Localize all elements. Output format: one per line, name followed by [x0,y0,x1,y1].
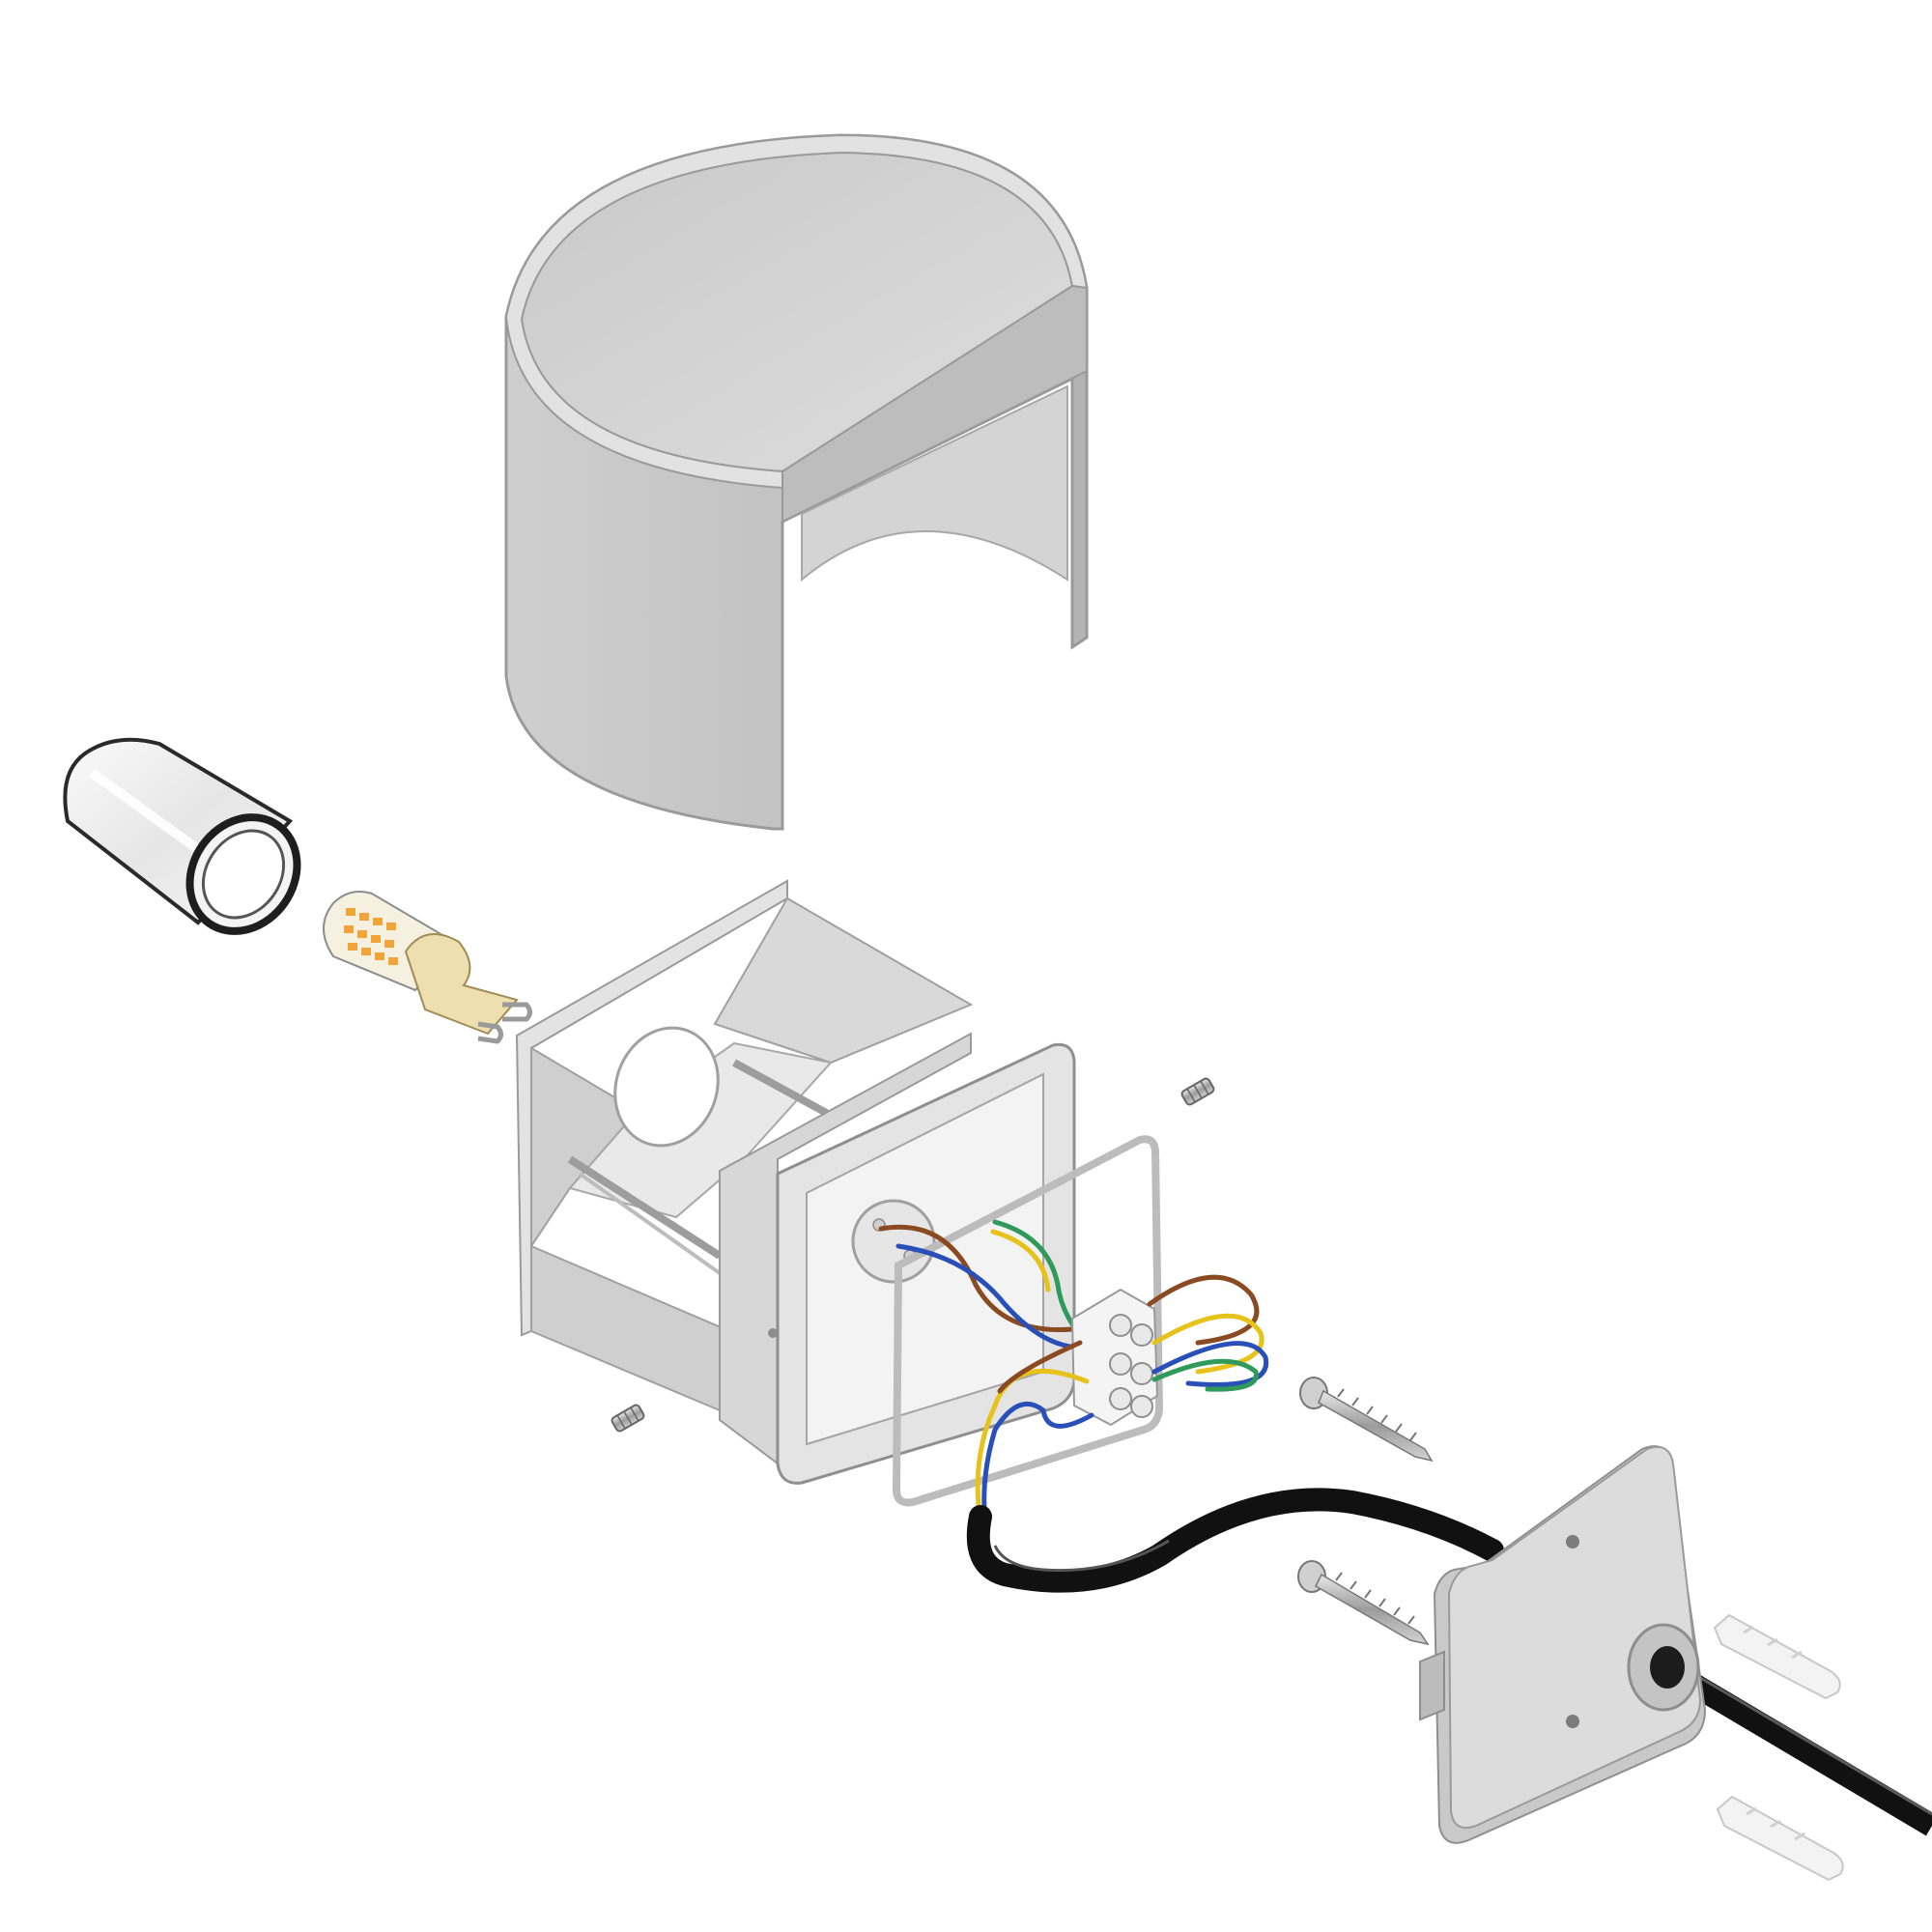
glass-tube-highlight [89,768,215,865]
wire-blue-out [981,1401,1094,1524]
wire-blue-loop [1151,1341,1269,1387]
guide-rod-upper [732,1059,842,1124]
grub-screws [611,1077,1215,1433]
glass-diffuser [63,737,301,935]
lamp-body [515,879,1076,1485]
grub-screw-upper [1180,1077,1215,1106]
bulb-aperture [613,1026,720,1148]
junction-box-side [719,1032,972,1465]
wall-plate [1419,1445,1707,1844]
cable-grommet-inner [1650,1646,1685,1689]
plate-hole-top [1566,1535,1579,1548]
gasket-ring [892,1135,1164,1507]
cable-sheath [966,1488,1504,1593]
plate-bracket [1419,1650,1445,1721]
guide-rod-lower [567,1155,723,1260]
flange-screw-hole [768,1328,778,1338]
wire-brown-out [997,1340,1083,1394]
guide-rod-lower-2 [578,1172,722,1275]
cylindrical-shade [504,133,1089,831]
gasket [892,1135,1164,1507]
wire-blue-internal [895,1243,1085,1350]
wire-brown-internal [878,1224,1085,1333]
wall-plug-lower [1716,1795,1844,1882]
reflector-upper-wing [713,896,974,1065]
grub-screw-lower [611,1404,645,1433]
lampholder-socket [851,1199,936,1284]
wire-yellow-out [975,1368,1090,1524]
glass-tube-mouth-inner [201,829,286,920]
wood-screws [1297,1377,1434,1646]
bulb-ceramic-base [404,933,519,1036]
led-chip-grid [344,908,398,965]
plate-hole-bottom [1566,1715,1579,1728]
terminal-block [1070,1288,1159,1427]
wire-loops [975,1274,1269,1524]
g9-led-bulb [323,891,532,1044]
cable-sheath-highlight [993,1539,1170,1573]
wire-yellow-internal [990,1229,1051,1293]
shade-cutout-inner [801,384,1068,582]
wire-green-loop [1151,1358,1259,1392]
wire-brown-loop [1147,1274,1260,1346]
wood-screw-lower [1297,1560,1430,1646]
cable-exit-highlight [1675,1662,1932,1816]
bulb-pin-bottom [477,1021,503,1044]
power-cable [966,1488,1932,1836]
reflector-lower-wing [530,1244,736,1412]
wood-screw-upper [1299,1377,1434,1463]
bulb-pin-top [502,1002,532,1022]
wall-plug-upper [1713,1613,1841,1700]
cable-exit [1664,1661,1932,1836]
plate-face [1447,1445,1702,1830]
shade-flat-back [781,284,1088,524]
wall-plugs [1713,1613,1844,1882]
terminal-screws [1109,1314,1153,1418]
